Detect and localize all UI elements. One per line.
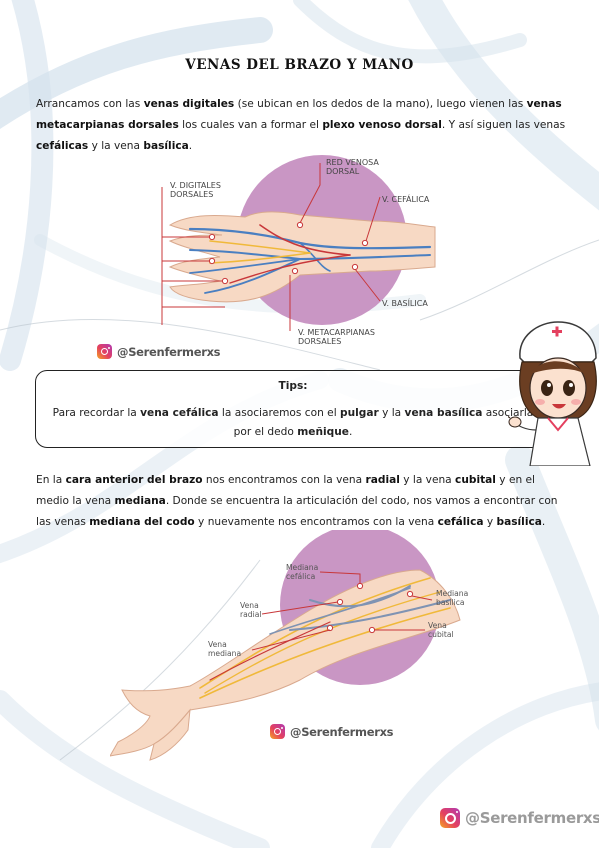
instagram-watermark-1: @Serenfermerxs xyxy=(97,344,221,359)
page-title: VENAS DEL BRAZO Y MANO xyxy=(185,57,414,73)
text-run: los cuales van a formar el xyxy=(178,119,323,131)
text-run: . xyxy=(541,516,546,528)
text-run: y la vena xyxy=(399,474,456,486)
label-mediana-cefalica-2: cefálica xyxy=(286,572,315,581)
bold-term: cefálicas xyxy=(36,140,89,152)
bold-term: mediana xyxy=(114,495,166,507)
label-mediana-basilica-2: basílica xyxy=(436,598,465,607)
label-v-cefalica: V. CEFÁLICA xyxy=(382,193,430,204)
text-run: y en el medio la vena xyxy=(36,474,536,507)
text-run: Arrancamos con las xyxy=(36,98,144,110)
text-run: En la xyxy=(36,474,66,486)
tips-title: Tips: xyxy=(278,380,308,392)
text-run: . xyxy=(348,426,353,438)
intro-paragraph: Arrancamos con las venas digitales (se u… xyxy=(36,94,566,157)
label-v-metacarpianas-1: V. METACARPIANAS xyxy=(298,328,375,337)
label-mediana-basilica-1: Mediana xyxy=(436,589,468,598)
instagram-icon xyxy=(97,344,112,359)
label-v-metacarpianas-2: DORSALES xyxy=(298,337,341,346)
text-run: . Y así siguen las venas xyxy=(441,119,566,131)
text-run: nos encontramos con la vena xyxy=(202,474,366,486)
bold-term: radial xyxy=(365,474,400,486)
bold-term: pulgar xyxy=(340,407,379,419)
text-run: y la xyxy=(378,407,405,419)
label-vena-mediana-1: Vena xyxy=(208,640,227,649)
text-run: asociarla por el dedo xyxy=(233,407,534,438)
tips-body: Para recordar la vena cefálica la asocia… xyxy=(44,404,542,442)
text-run: y la vena xyxy=(88,140,144,152)
label-vena-radial-2: radial xyxy=(240,610,261,619)
label-vena-cubital-1: Vena xyxy=(428,621,447,630)
arm-veins-diagram: Mediana cefálica Mediana basílica Vena r… xyxy=(110,530,468,761)
instagram-handle: @Serenfermerxs xyxy=(290,724,394,739)
hand-shape xyxy=(168,211,436,303)
label-mediana-cefalica-1: Mediana xyxy=(286,563,318,572)
text-run: y nuevamente nos encontramos con la vena xyxy=(194,516,438,528)
bold-term: cubital xyxy=(455,474,496,486)
bold-term: cara anterior del brazo xyxy=(65,474,203,486)
label-vena-cubital-2: cubital xyxy=(428,630,454,639)
label-red-venosa-2: DORSAL xyxy=(326,167,360,176)
label-v-digitales-2: DORSALES xyxy=(170,190,213,199)
label-red-venosa-1: RED VENOSA xyxy=(326,158,379,167)
bold-term: vena cefálica xyxy=(140,407,219,419)
bold-term: meñique xyxy=(297,426,349,438)
label-v-digitales-1: V. DIGITALES xyxy=(170,181,221,190)
text-run: (se ubican en los dedos de la mano), lue… xyxy=(234,98,527,110)
arm-paragraph: En la cara anterior del brazo nos encont… xyxy=(36,470,566,533)
instagram-watermark-3: @Serenfermerxs xyxy=(440,808,599,828)
nurse-cartoon xyxy=(508,321,597,466)
bold-term: venas digitales xyxy=(143,98,235,110)
label-v-basilica: V. BASÍLICA xyxy=(382,297,428,308)
bold-term: cefálica xyxy=(437,516,484,528)
instagram-handle: @Serenfermerxs xyxy=(465,809,599,827)
label-vena-mediana-2: mediana xyxy=(208,649,241,658)
text-run: . xyxy=(188,140,193,152)
bold-term: basílica xyxy=(143,140,189,152)
label-vena-radial-1: Vena xyxy=(240,601,259,610)
bold-term: vena basílica xyxy=(404,407,483,419)
text-run: . Donde se encuentra la articulación del… xyxy=(36,495,558,528)
hand-veins-diagram: V. DIGITALES DORSALES RED VENOSA DORSAL … xyxy=(161,155,436,346)
instagram-watermark-2: @Serenfermerxs xyxy=(270,724,394,739)
text-run: la asociaremos con el xyxy=(218,407,341,419)
instagram-icon xyxy=(440,808,460,828)
instagram-handle: @Serenfermerxs xyxy=(117,344,221,359)
bold-term: plexo venoso dorsal xyxy=(322,119,442,131)
text-run: y xyxy=(483,516,497,528)
tips-box: Tips: Para recordar la vena cefálica la … xyxy=(35,370,551,448)
text-run: Para recordar la xyxy=(52,407,141,419)
bold-term: venas metacarpianas dorsales xyxy=(36,98,562,131)
arm-shape xyxy=(110,569,461,757)
instagram-icon xyxy=(270,724,285,739)
bold-term: mediana del codo xyxy=(89,516,195,528)
bold-term: basílica xyxy=(496,516,542,528)
